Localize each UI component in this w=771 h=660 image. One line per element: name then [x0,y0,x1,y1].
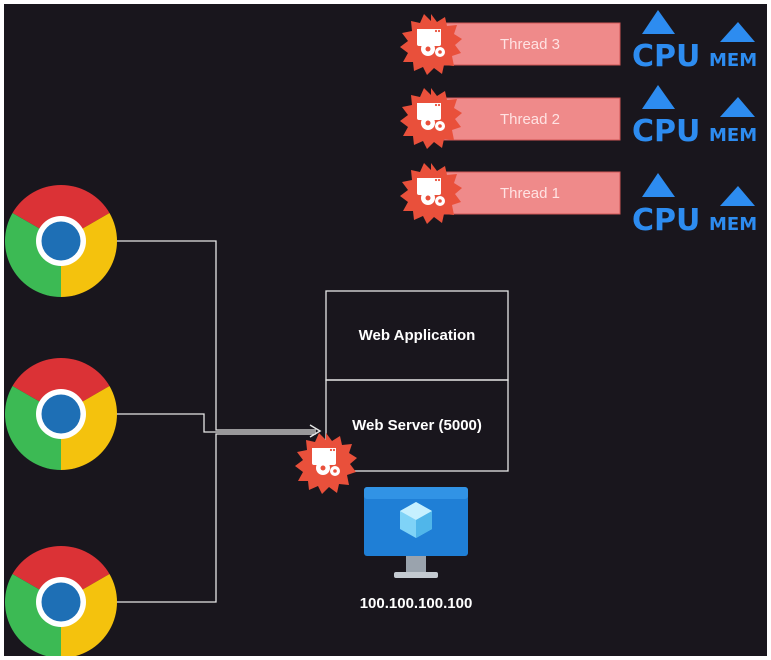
chrome-icon [4,545,118,656]
mem-label: MEM [709,50,757,71]
web-application-label: Web Application [359,327,476,344]
memory-icon [720,22,755,42]
mem-label: MEM [709,214,757,235]
memory-icon [720,186,755,206]
thread-row: Thread 1 CPU MEM [400,163,757,238]
chrome-icon [4,184,118,297]
diagram-canvas: Thread 3 CPU MEM Thread 2 CPU MEM Thread… [4,4,767,656]
connector-top [114,240,316,431]
chrome-icon [4,357,118,470]
connectors [114,240,322,603]
thread-label: Thread 2 [500,111,560,128]
thread-label: Thread 3 [500,36,560,53]
cpu-label: CPU [632,39,700,74]
thread-bar [443,171,621,215]
thread-label: Thread 1 [500,185,560,202]
cpu-label: CPU [632,114,700,149]
web-stack: Web Application Web Server (5000) [325,290,509,472]
gear-process-icon [295,433,357,494]
cpu-label: CPU [632,203,700,238]
connector-bottom [114,433,316,603]
cpu-icon [642,85,675,109]
cpu-icon [642,10,675,34]
arrowhead [309,424,322,438]
cpu-icon [642,173,675,197]
thread-row: Thread 2 CPU MEM [400,85,757,149]
diagram-svg: Thread 3 CPU MEM Thread 2 CPU MEM Thread… [4,10,757,656]
connector-middle [114,413,316,433]
web-server-label: Web Server (5000) [352,417,482,434]
mem-label: MEM [709,125,757,146]
memory-icon [720,97,755,117]
web-server-box [325,379,509,472]
thread-row: Thread 3 CPU MEM [400,10,757,75]
virtual-machine-icon [364,487,468,578]
thread-bar [443,97,621,141]
thread-bar [443,22,621,66]
machine-ip-label: 100.100.100.100 [360,595,473,612]
gear-process-icon [400,88,462,149]
